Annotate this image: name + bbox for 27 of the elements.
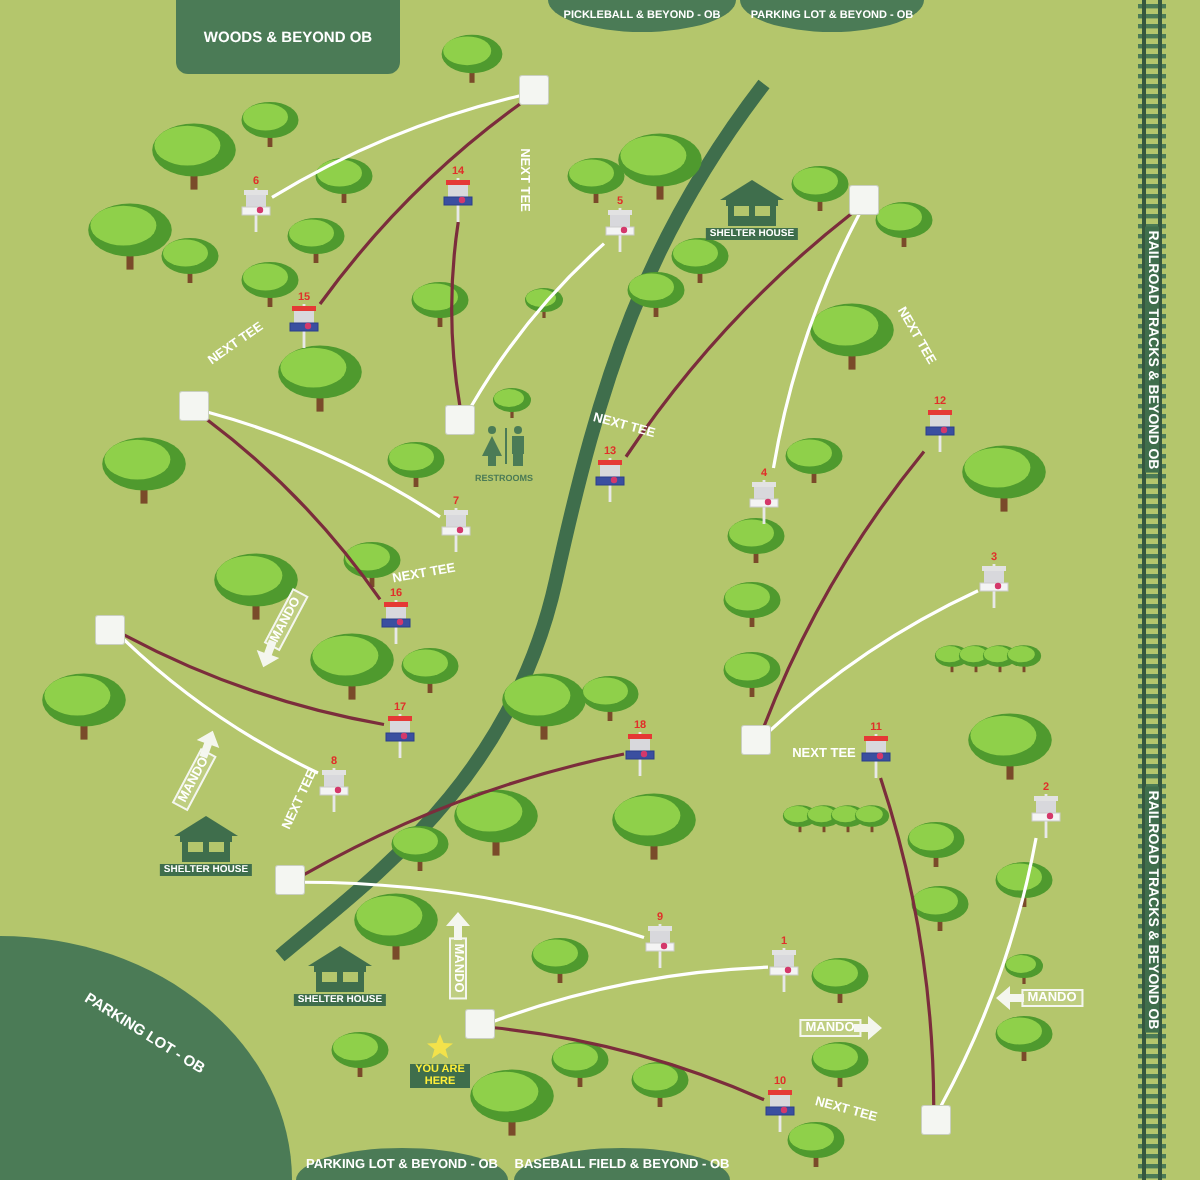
fairway-line	[206, 418, 382, 601]
fairway-line	[771, 213, 861, 469]
tee-pad	[850, 186, 878, 214]
fairway-line	[762, 450, 926, 727]
tee-pad	[96, 616, 124, 644]
fairway-line	[303, 880, 645, 939]
fairway-line	[303, 752, 625, 877]
fairway-line	[207, 410, 441, 519]
tee-pad	[520, 76, 548, 104]
fairway-line	[768, 589, 979, 732]
fairway-line	[450, 221, 462, 407]
fairway-line	[271, 94, 521, 199]
tee-pad	[742, 726, 770, 754]
fairway-line	[123, 633, 385, 727]
fairway-line	[318, 102, 521, 305]
fairway-line	[470, 242, 606, 407]
tee-pad	[446, 406, 474, 434]
tee-pad	[276, 866, 304, 894]
fairway-line	[624, 212, 853, 458]
fairway-line	[122, 638, 319, 775]
fairway-line	[879, 777, 936, 1107]
fairway-line	[493, 965, 769, 1023]
tee-pad	[180, 392, 208, 420]
tee-pad	[922, 1106, 950, 1134]
fairway-line	[493, 1026, 765, 1102]
fairway-line	[939, 837, 1038, 1107]
tee-pad	[466, 1010, 494, 1038]
